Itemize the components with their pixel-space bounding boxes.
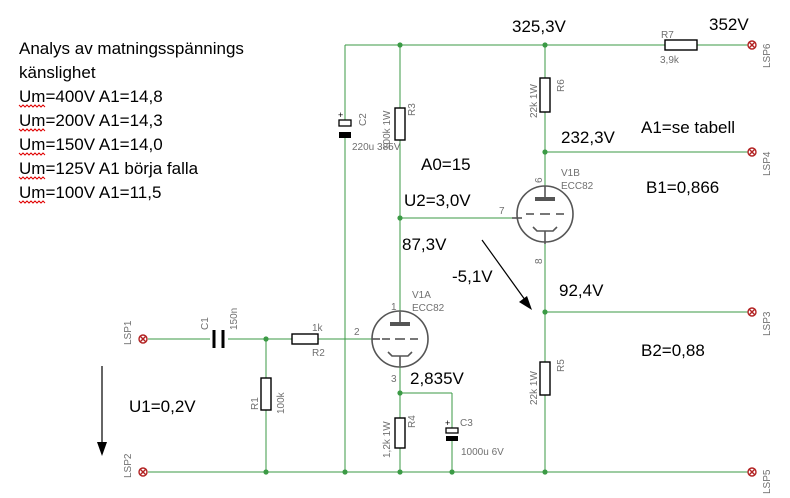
analysis-heading-line1: Analys av matningsspännings xyxy=(19,39,244,58)
connector-lsp3[interactable]: LSP3 xyxy=(747,307,773,336)
analysis-row: Um=100V A1=11,5 xyxy=(19,183,161,202)
r2-name-label: R2 xyxy=(312,348,325,359)
v1a-grid-pin-label: 2 xyxy=(354,327,360,338)
lsp2-label: LSP2 xyxy=(123,453,134,478)
lsp6-label: LSP6 xyxy=(762,43,773,68)
voltage-grid-b: -5,1V xyxy=(452,267,493,286)
gain-a0: A0=15 xyxy=(421,155,471,174)
r4-value-label: 1,2k 1W xyxy=(382,421,393,458)
c2-name-label: C2 xyxy=(358,113,369,126)
v1a-cathode-pin-label: 3 xyxy=(391,374,397,385)
r2-value-label: 1k xyxy=(312,323,324,334)
v1a-type-label: ECC82 xyxy=(412,303,445,314)
wires xyxy=(148,44,748,473)
arrow-grid-voltage xyxy=(481,239,532,310)
connector-lsp5[interactable]: LSP5 xyxy=(747,467,773,494)
connector-lsp4[interactable]: LSP4 xyxy=(747,147,773,176)
tube-v1a[interactable]: V1A ECC82 2 1 3 xyxy=(354,290,445,385)
r4-name-label: R4 xyxy=(407,415,418,428)
r6-name-label: R6 xyxy=(556,79,567,92)
junction-dots xyxy=(263,42,548,475)
lsp4-label: LSP4 xyxy=(762,151,773,176)
analysis-heading-line2: känslighet xyxy=(19,63,96,82)
voltage-supply: 352V xyxy=(709,15,749,34)
resistor-r1[interactable]: R1 100k xyxy=(250,377,287,414)
svg-text:+: + xyxy=(338,110,343,120)
connector-lsp2[interactable]: LSP2 xyxy=(123,453,148,478)
arrow-input-voltage xyxy=(97,366,107,456)
capacitor-c1[interactable]: C1 150n xyxy=(200,308,240,348)
analysis-row: Um=400V A1=14,8 xyxy=(19,87,163,106)
resistor-r6[interactable]: R6 22k 1W xyxy=(529,77,567,118)
r3-value-label: 100k 1W xyxy=(382,110,393,150)
voltage-u2: U2=3,0V xyxy=(404,191,471,210)
v1b-name-label: V1B xyxy=(561,168,580,179)
resistor-r4[interactable]: 1,2k 1W R4 xyxy=(382,415,418,458)
c3-value-label: 1000u 6V xyxy=(461,447,504,458)
resistor-r5[interactable]: 22k 1W R5 xyxy=(529,359,567,405)
analysis-row: Um=150V A1=14,0 xyxy=(19,135,163,154)
factor-b1: B1=0,866 xyxy=(646,178,719,197)
r7-value-label: 3,9k xyxy=(660,55,680,66)
gain-a1: A1=se tabell xyxy=(641,118,735,137)
lsp5-label: LSP5 xyxy=(762,469,773,494)
resistor-r2[interactable]: 1k R2 xyxy=(291,323,325,359)
r6-value-label: 22k 1W xyxy=(529,84,540,118)
c1-name-label: C1 xyxy=(200,317,211,330)
v1b-cathode-pin-label: 8 xyxy=(534,258,545,264)
c1-value-label: 150n xyxy=(229,308,240,330)
c3-name-label: C3 xyxy=(460,418,473,429)
lsp1-label: LSP1 xyxy=(123,320,134,345)
analysis-block: Analys av matningsspännings känslighet U… xyxy=(18,39,244,204)
connector-lsp6[interactable]: LSP6 xyxy=(747,40,773,68)
r1-name-label: R1 xyxy=(250,397,261,410)
voltage-cathode-a: 2,835V xyxy=(410,369,465,388)
r5-name-label: R5 xyxy=(556,359,567,372)
v1a-anode-pin-label: 1 xyxy=(391,302,397,313)
c2-value-label: 220u 385V xyxy=(352,142,401,153)
lsp3-label: LSP3 xyxy=(762,311,773,336)
capacitor-c3[interactable]: + C3 1000u 6V xyxy=(445,418,504,458)
factor-b2: B2=0,88 xyxy=(641,341,705,360)
r5-value-label: 22k 1W xyxy=(529,371,540,405)
tube-v1b[interactable]: V1B ECC82 7 6 8 xyxy=(499,168,594,264)
v1b-anode-pin-label: 6 xyxy=(534,177,545,183)
r7-name-label: R7 xyxy=(661,30,674,41)
v1b-type-label: ECC82 xyxy=(561,181,594,192)
voltage-cathode-b: 92,4V xyxy=(559,281,604,300)
resistor-r3[interactable]: R3 100k 1W xyxy=(382,103,418,150)
v1b-grid-pin-label: 7 xyxy=(499,206,505,217)
voltage-anode-a: 87,3V xyxy=(402,235,447,254)
svg-text:+: + xyxy=(445,418,450,428)
connector-lsp1[interactable]: LSP1 xyxy=(123,320,148,345)
analysis-row: Um=200V A1=14,3 xyxy=(19,111,163,130)
voltage-u1: U1=0,2V xyxy=(129,397,196,416)
voltage-top-rail: 325,3V xyxy=(512,17,567,36)
resistor-r7[interactable]: R7 3,9k xyxy=(660,30,698,66)
v1a-name-label: V1A xyxy=(412,290,431,301)
capacitor-c2[interactable]: + C2 220u 385V xyxy=(338,110,401,153)
r3-name-label: R3 xyxy=(407,103,418,116)
r1-value-label: 100k xyxy=(276,391,287,414)
voltage-anode-b: 232,3V xyxy=(561,128,616,147)
analysis-row: Um=125V A1 börja falla xyxy=(19,159,199,178)
annotations: 325,3V 352V 232,3V A1=se tabell A0=15 B1… xyxy=(129,15,749,416)
